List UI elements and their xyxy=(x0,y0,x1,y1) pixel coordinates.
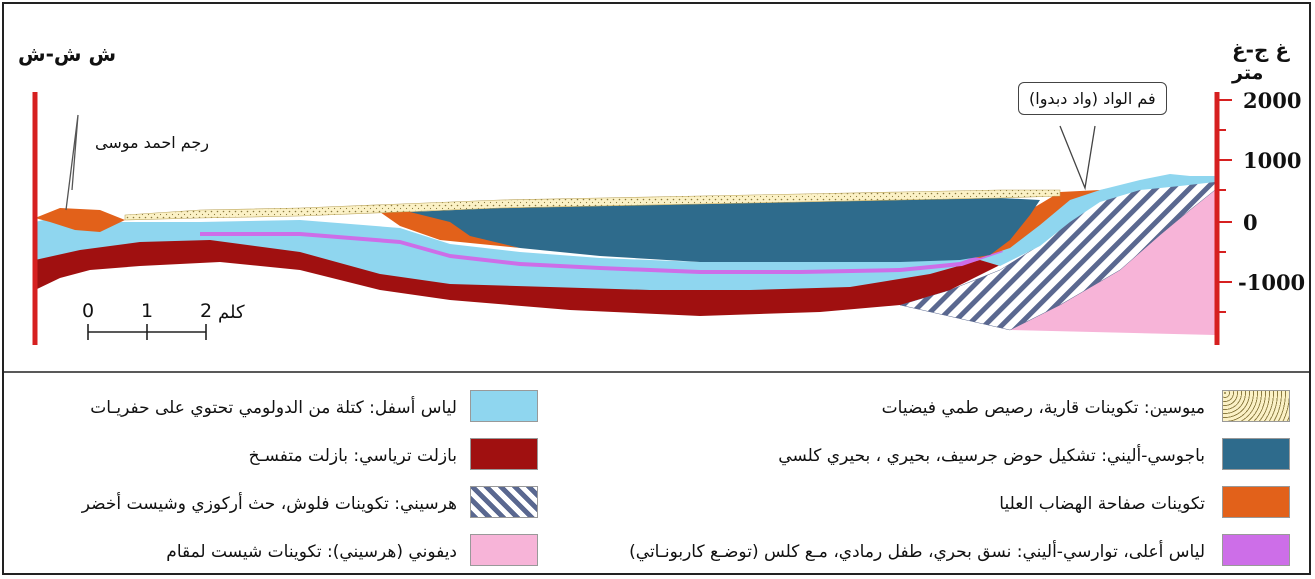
legend-swatch-bajocian xyxy=(1222,438,1290,470)
lias-upper-layer xyxy=(200,232,1003,274)
left-orientation-label: ش ش-ش xyxy=(18,42,117,66)
scale-tick-0: 0 xyxy=(82,300,95,322)
lias-lower-cap xyxy=(1100,174,1215,190)
legend-swatch-devonian xyxy=(470,534,538,566)
axis-ticks xyxy=(1217,99,1232,313)
legend-label-hercynian: هرسيني: تكوينات فلوش، حث أركوزي وشيست أخ… xyxy=(81,494,457,514)
legend-swatch-lias-lower xyxy=(470,390,538,422)
legend-label-lias-lower: لياس أسفل: كتلة من الدولومي تحتوي على حف… xyxy=(90,398,457,418)
legend-label-miocene: ميوسين: تكوينات قارية، رصيص طمي فيضيات xyxy=(881,398,1205,418)
scale-bar xyxy=(87,324,207,340)
legend-label-hauts-plateaux: تكوينات صفاحة الهضاب العليا xyxy=(999,494,1205,514)
legend-swatch-miocene xyxy=(1222,390,1290,422)
bajocian-layer xyxy=(410,198,1040,262)
legend-label-bajocian: باجوسي-أليني: تشكيل حوض جرسيف، بحيري ، ب… xyxy=(778,446,1205,466)
legend-label-basalt: بازلت ترياسي: بازلت متفسـخ xyxy=(248,446,457,466)
miocene-layer xyxy=(124,189,1061,221)
legend-swatch-hauts-plateaux xyxy=(1222,486,1290,518)
devonian-layer xyxy=(1010,190,1215,335)
scale-unit: كلم xyxy=(218,302,245,323)
wadi-leader-line xyxy=(1059,125,1096,191)
scale-tick-2: 2 xyxy=(200,300,213,322)
axis-tick-label-0: 0 xyxy=(1243,210,1258,235)
legend-swatch-basalt xyxy=(470,438,538,470)
legend-swatch-hercynian xyxy=(470,486,538,518)
peak-leader-line xyxy=(65,114,79,211)
axis-tick-label-2000: 2000 xyxy=(1243,88,1302,113)
basalt-layer xyxy=(35,238,1000,316)
legend-label-devonian: ديفوني (هرسيني): تكوينات شيست لمقام xyxy=(166,542,457,562)
lias-lower-layer xyxy=(35,176,1215,290)
axis-unit-label: متر xyxy=(1232,62,1264,84)
axis-tick-label-1000: 1000 xyxy=(1243,148,1302,173)
scale-tick-1: 1 xyxy=(141,300,154,322)
axis-tick-label-minus1000: -1000 xyxy=(1238,270,1306,295)
right-orientation-label: غ ج-غ xyxy=(1232,38,1290,62)
wadi-callout: فم الواد (واد دبدوا) xyxy=(1018,82,1167,115)
legend-swatch-lias-upper xyxy=(1222,534,1290,566)
legend-label-lias-upper: لياس أعلى، توارسي-أليني: نسق بحري، طفل ر… xyxy=(629,542,1205,562)
peak-annotation: رجم احمد موسى xyxy=(95,133,209,152)
